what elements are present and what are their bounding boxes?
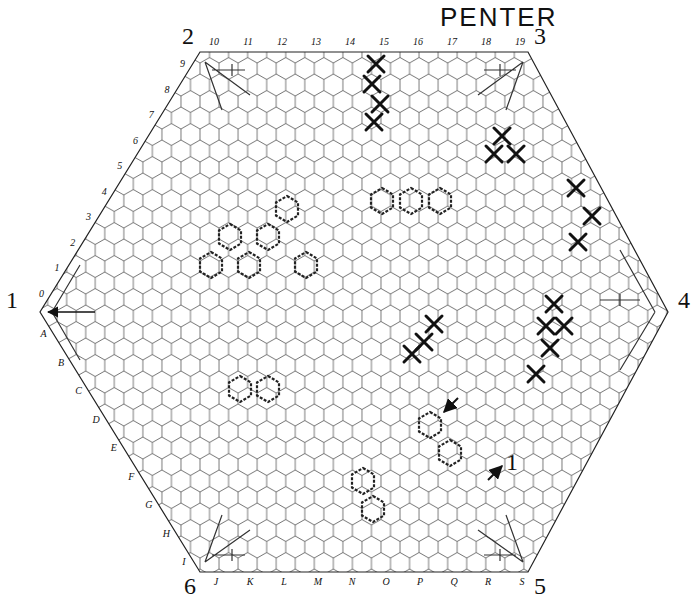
column-number: 13 [311,37,321,47]
corner-arrow [48,311,95,313]
column-label: K [247,577,254,587]
column-number: 14 [345,37,355,47]
x-marks [364,56,600,382]
row-label: 6 [133,136,138,146]
row-label: C [75,386,82,396]
column-label: R [485,577,491,587]
corner-number: 2 [182,24,194,48]
row-label: F [128,472,134,482]
corner-number: 6 [184,574,196,598]
row-label: I [182,557,185,567]
row-label: 3 [86,212,91,222]
column-label: Q [450,577,457,587]
column-label: M [314,577,322,587]
row-label: 0 [39,289,44,299]
column-number: 10 [209,37,219,47]
column-number: 17 [447,37,457,47]
corner-marks [52,62,655,562]
board-outline [40,52,668,572]
column-number: 19 [515,37,525,47]
row-label: 4 [102,187,107,197]
row-label: G [145,500,152,510]
corner-number: 3 [534,24,546,48]
corner-number: 1 [6,288,18,312]
row-label: B [58,358,64,368]
column-number: 15 [379,37,389,47]
callout-number: 1 [506,450,518,474]
highlighted-hexes [200,188,461,522]
row-label: 5 [117,161,122,171]
row-label: 9 [180,59,185,69]
row-label: E [111,443,117,453]
row-label: H [163,529,170,539]
row-label: 8 [164,85,169,95]
column-number: 16 [413,37,423,47]
row-label: 2 [70,238,75,248]
row-label: A [40,329,46,339]
row-label: 7 [149,110,154,120]
row-label: D [93,415,100,425]
column-label: P [417,577,423,587]
column-label: L [281,577,287,587]
corner-number: 5 [534,574,546,598]
corner-number: 4 [678,288,690,312]
column-number: 12 [277,37,287,47]
column-label: N [349,577,356,587]
column-label: J [214,577,218,587]
pointer-arrow [444,398,458,412]
column-number: 11 [243,37,252,47]
column-label: O [382,577,389,587]
pointer-arrow [488,466,502,480]
row-label: 1 [55,263,60,273]
column-number: 18 [481,37,491,47]
column-label: S [520,577,525,587]
